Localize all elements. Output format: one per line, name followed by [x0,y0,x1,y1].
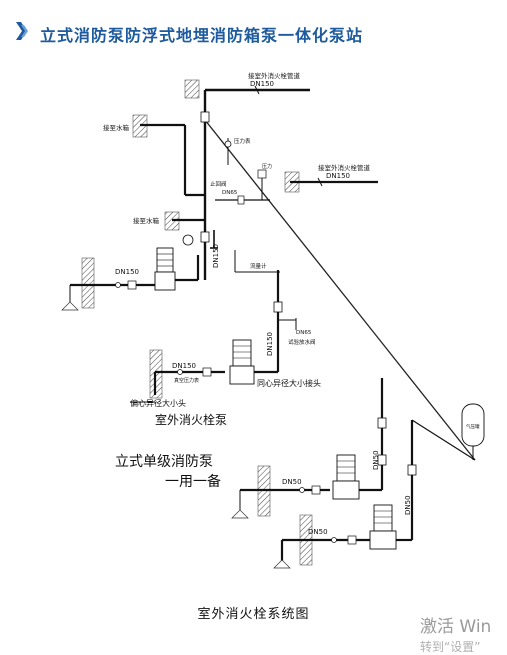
tank-connection-1: 接至水箱 [103,114,205,197]
outdoor-pump-label: 室外消火栓泵 [155,412,227,427]
flow-switch-group: 流量计 [234,250,280,273]
dn150-vertical-2-label: DN150 [266,332,274,356]
outdoor-pipe-right-label: 接室外消火栓管道 [318,163,371,172]
double-chevron-icon [16,22,28,40]
pressure-tank-branch: 气压罐 [377,378,485,510]
eccentric-reducer-label: 偏心异径大小头 [130,398,186,408]
right-outdoor-pipe: 接室外消火栓管道 DN150 [284,163,378,193]
pump-group-bottom-a: DN50 DN50 [231,450,382,519]
svg-text:压力: 压力 [262,163,272,170]
vertical-pump-label-2: 一用一备 [165,473,221,490]
vacuum-gauge-label: 真空压力表 [174,377,199,384]
pressure-gauge-label: 压力表 [234,137,251,145]
pump-group-upper: DN150 [61,234,200,311]
dn150-mid-label: DN150 [172,362,196,370]
dn65-b-label: DN65 [296,330,312,336]
page-title: 立式消防泵防浮式地埋消防箱泵一体化泵站 [40,26,364,45]
diagram-caption: 室外消火栓系统图 [197,607,310,622]
vertical-pump-labels: 立式单级消防泵 一用一备 [115,454,221,490]
to-tank-2-label: 接至水箱 [133,216,160,225]
flow-switch-label: 流量计 [250,262,267,270]
fire-hydrant-system-diagram: 接室外消火栓管道 DN150 接至水箱 压力表 止回阀 DN65 压力 接室外消… [61,71,485,569]
pump-group-outdoor: DN150 真空压力表 偏心异径大小头 同心异径大小接头 室外消火栓泵 [130,339,321,427]
activation-watermark-line1: 激活 Win [420,617,492,637]
test-valve-label: 试验放水阀 [288,338,316,346]
check-valve-label: 止回阀 [210,180,227,188]
main-diagonal-pipe [204,119,476,461]
dn50-vertical-label: DN50 [372,450,380,470]
dn50-b-label: DN50 [308,528,328,536]
dn150-vertical-label: DN150 [212,244,220,268]
activation-watermark-line2: 转到“设置” [420,640,481,654]
dn150-left-label: DN150 [115,268,139,276]
dn150-top-label: DN150 [250,80,274,88]
dn150-right-label: DN150 [326,172,350,180]
dn50-a-label: DN50 [282,478,302,486]
pressure-tank-label: 气压罐 [466,423,480,430]
tank-connection-2: 接至水箱 DN150 [133,211,220,280]
to-tank-1-label: 接至水箱 [103,123,130,132]
dn65-a-label: DN65 [222,190,238,196]
dn50-vertical-2-label: DN50 [404,495,412,515]
outdoor-pipe-top-label: 接室外消火栓管道 [248,71,301,80]
page-header: 立式消防泵防浮式地埋消防箱泵一体化泵站 [0,0,507,52]
pressure-valve-group: 压力表 止回阀 DN65 压力 [210,137,272,205]
vertical-pump-label-1: 立式单级消防泵 [115,454,213,470]
pump-group-bottom-b: DN50 DN50 [273,495,414,569]
test-valve-branch: DN65 试验放水阀 DN150 [266,270,316,356]
concentric-reducer-label: 同心异径大小接头 [257,378,321,388]
